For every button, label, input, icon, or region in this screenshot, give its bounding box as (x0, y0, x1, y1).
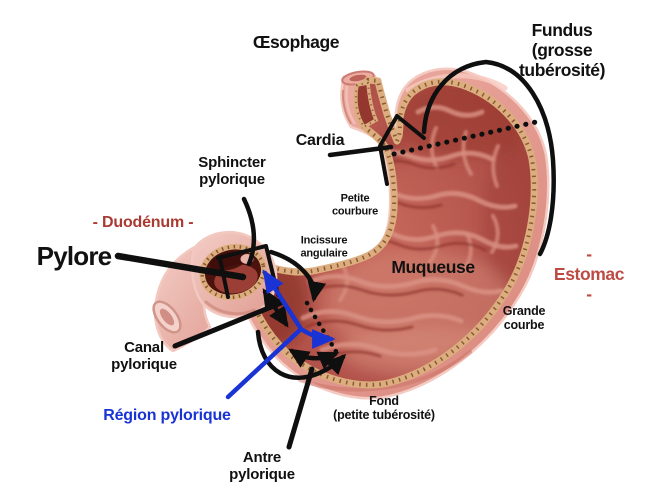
label-muqueuse: Muqueuse (391, 257, 475, 278)
label-duodenum: - Duodénum - (92, 213, 194, 231)
canal-brace-arc (268, 249, 327, 303)
fundus-outline-arc (421, 59, 556, 257)
esophagus-lumen (354, 80, 379, 130)
cardia-bracket (378, 114, 426, 186)
label-cardia: Cardia (295, 131, 345, 149)
label-oesophage: Œsophage (252, 32, 340, 53)
region-pylorique-arrows (225, 269, 336, 400)
antre-brace-arc (255, 329, 347, 380)
region-pointer-line (225, 326, 304, 400)
label-incissure-angulaire: Incissure angulaire (300, 234, 348, 259)
canal-double-arrow (262, 288, 289, 328)
label-fundus: Fundus (grosse tubérosité) (518, 20, 606, 80)
label-sphincter-pylorique: Sphincter pylorique (198, 153, 266, 188)
label-estomac: - Estomac - (553, 244, 625, 304)
label-petite-courbure: Petite courbure (331, 192, 379, 217)
annotations-black (114, 59, 556, 450)
cardia-dotted-line (391, 119, 539, 157)
sphincter-pointer-line (241, 196, 257, 267)
antre-pointer-line (286, 366, 315, 450)
region-arrow-to-pylorus (262, 269, 304, 332)
label-antre-pylorique: Antre pylorique (229, 448, 295, 483)
label-grande-courbe: Grande courbe (502, 303, 546, 332)
label-pylore: Pylore (36, 241, 112, 272)
label-fond: Fond (petite tubérosité) (333, 393, 435, 422)
label-region-pylorique: Région pylorique (103, 406, 231, 424)
label-canal-pylorique: Canal pylorique (111, 338, 177, 373)
region-arrow-to-antrum (298, 326, 336, 349)
